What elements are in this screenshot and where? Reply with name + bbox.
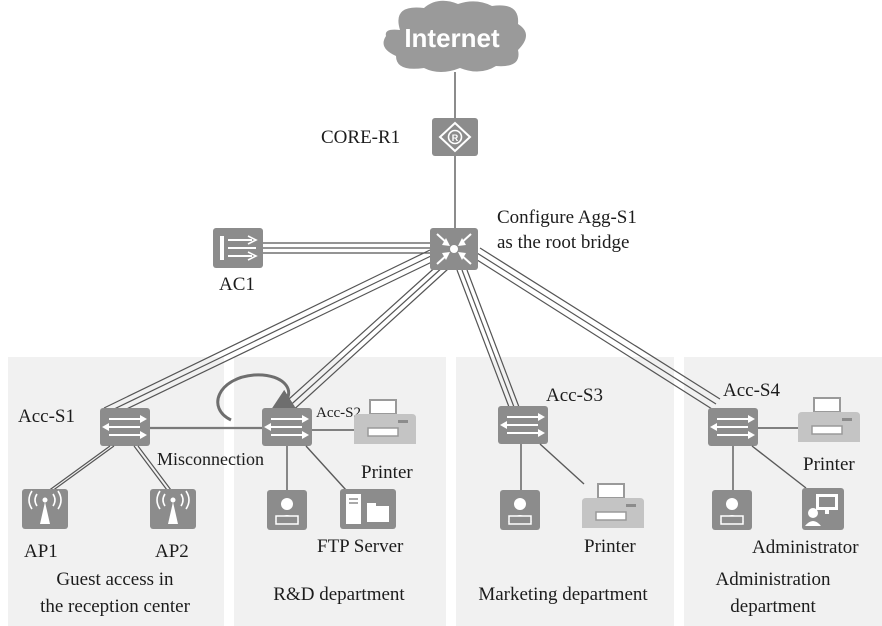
- printer-icon[interactable]: [798, 397, 860, 442]
- agg-switch-label-line1: Configure Agg-S1: [497, 207, 637, 228]
- link-acc-s1-ap1: [43, 445, 115, 495]
- access-point-1-icon[interactable]: [22, 489, 68, 529]
- acc-s1-label: Acc-S1: [18, 406, 75, 427]
- access-switch-s2-icon[interactable]: [262, 408, 312, 446]
- loop-arrow-icon: [216, 373, 298, 422]
- svg-text:R: R: [452, 133, 459, 143]
- router-icon[interactable]: R: [432, 118, 478, 156]
- access-switch-s1-icon[interactable]: [100, 408, 150, 446]
- guest-zone-label-line2: the reception center: [40, 596, 190, 617]
- printer-icon[interactable]: [354, 399, 416, 444]
- zone-marketing-department: [456, 357, 674, 626]
- aggregation-switch-icon[interactable]: [430, 228, 478, 270]
- link-acc-s3-printer: [539, 443, 585, 485]
- administrator-icon[interactable]: [802, 488, 844, 530]
- pc-user-icon[interactable]: [267, 490, 307, 530]
- admin-printer-label: Printer: [803, 454, 855, 475]
- core-router-label: CORE-R1: [321, 127, 400, 148]
- rd-zone-label: R&D department: [273, 584, 405, 605]
- acc-s4-label: Acc-S4: [723, 380, 780, 401]
- link-agg-ac1: [262, 242, 432, 254]
- link-acc-s2-ftp: [305, 445, 347, 491]
- internet-label: Internet: [404, 23, 500, 53]
- rd-printer-label: Printer: [361, 462, 413, 483]
- marketing-zone-label: Marketing department: [478, 584, 648, 605]
- agg-switch-label-line2: as the root bridge: [497, 232, 629, 253]
- misconnection-label: Misconnection: [157, 449, 264, 469]
- access-controller-icon[interactable]: [213, 228, 263, 268]
- link-agg-acc-s4: [473, 247, 721, 410]
- ap1-label: AP1: [24, 541, 58, 562]
- acc-s2-label: Acc-S2: [316, 405, 361, 421]
- admin-zone-label-line2: department: [730, 596, 816, 617]
- mkt-printer-label: Printer: [584, 536, 636, 557]
- pc-user-icon[interactable]: [712, 490, 752, 530]
- link-agg-acc-s1: [103, 249, 437, 417]
- guest-zone-label-line1: Guest access in: [56, 569, 174, 590]
- admin-zone-label-line1: Administration: [715, 569, 831, 590]
- printer-icon[interactable]: [582, 483, 644, 528]
- ap2-label: AP2: [155, 541, 189, 562]
- link-acc-s1-ap2: [133, 445, 175, 495]
- ftp-server-icon[interactable]: [340, 489, 396, 529]
- access-switch-s3-icon[interactable]: [498, 406, 548, 444]
- administrator-label: Administrator: [752, 537, 859, 558]
- access-point-2-icon[interactable]: [150, 489, 196, 529]
- ac1-label: AC1: [219, 274, 255, 295]
- link-agg-acc-s3: [456, 269, 520, 408]
- pc-user-icon[interactable]: [500, 490, 540, 530]
- link-acc-s4-admin: [751, 445, 807, 489]
- access-switch-s4-icon[interactable]: [708, 408, 758, 446]
- ftp-server-label: FTP Server: [317, 536, 404, 557]
- acc-s3-label: Acc-S3: [546, 385, 603, 406]
- internet-cloud-icon: [383, 0, 526, 72]
- link-agg-acc-s2: [278, 262, 449, 415]
